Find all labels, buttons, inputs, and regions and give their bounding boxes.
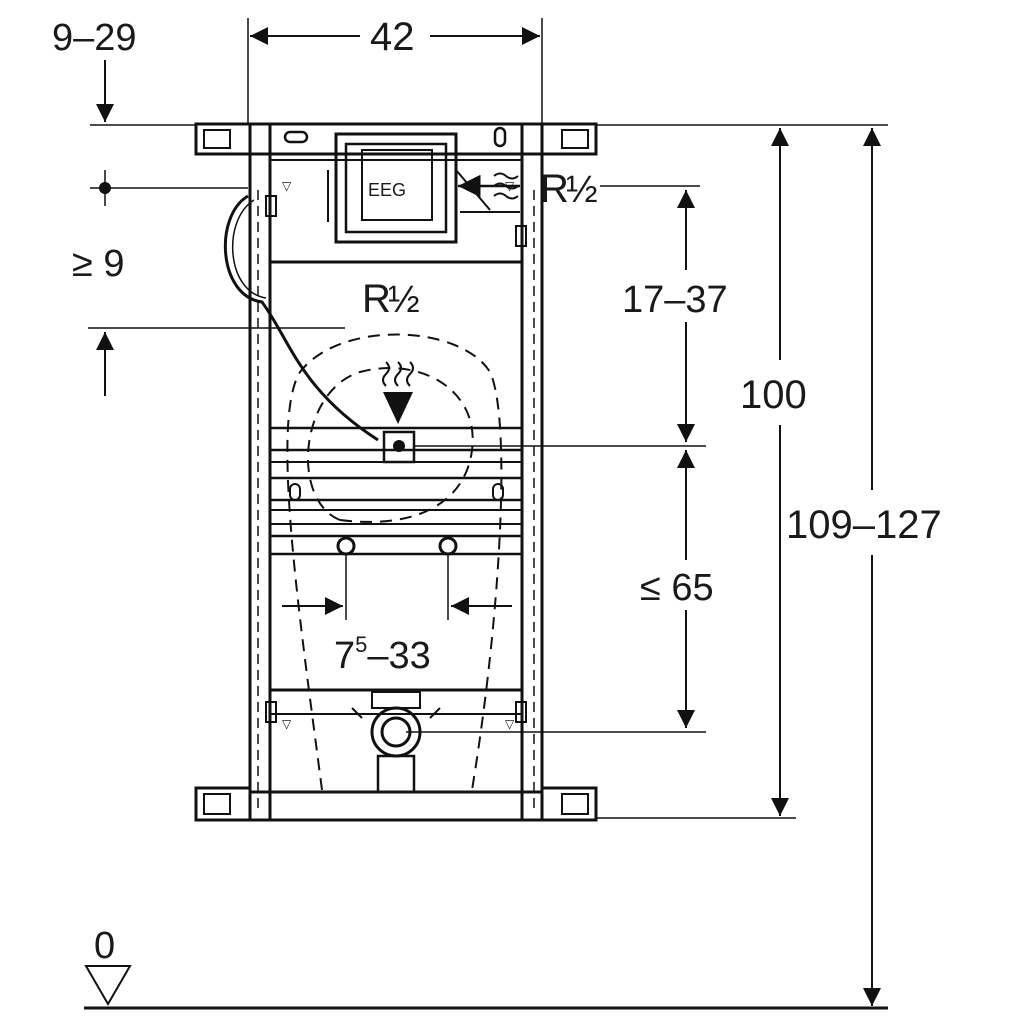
box-mark: EEG: [368, 180, 406, 200]
dim-height-100: 100: [740, 373, 807, 417]
control-box: EEG: [327, 132, 520, 244]
supply-top-frac: ½: [566, 169, 598, 211]
supply-mid-frac: ½: [388, 279, 420, 321]
floor-level-label: 0: [94, 925, 115, 967]
dim-frame-width: 42: [370, 15, 415, 59]
dim-min-above: ≥ 9: [72, 243, 125, 285]
supply-hose: [223, 194, 379, 442]
svg-text:▽: ▽: [505, 717, 515, 731]
mounting-feet: [194, 122, 598, 822]
dimension-lines: [84, 18, 888, 1010]
dim-spacing: 75–33: [334, 632, 431, 677]
installation-frame: ▽ ▽ ▽ ▽: [248, 122, 544, 822]
svg-text:▽: ▽: [282, 717, 292, 731]
urinal-outline: [286, 333, 503, 791]
dim-max-65: ≤ 65: [640, 567, 714, 609]
dim-range-17-37: 17–37: [622, 279, 728, 321]
supply-top-label: R: [540, 167, 569, 211]
supply-mid-label: R: [362, 277, 391, 321]
fixing-bolt-right: [438, 536, 458, 556]
dim-offset-top: 9–29: [52, 17, 137, 59]
dim-height-total: 109–127: [786, 503, 942, 547]
waste-pipe: [351, 691, 441, 794]
fixing-bolt-left: [336, 536, 356, 556]
svg-text:▽: ▽: [282, 179, 292, 193]
water-inlet-symbol: [382, 361, 416, 464]
